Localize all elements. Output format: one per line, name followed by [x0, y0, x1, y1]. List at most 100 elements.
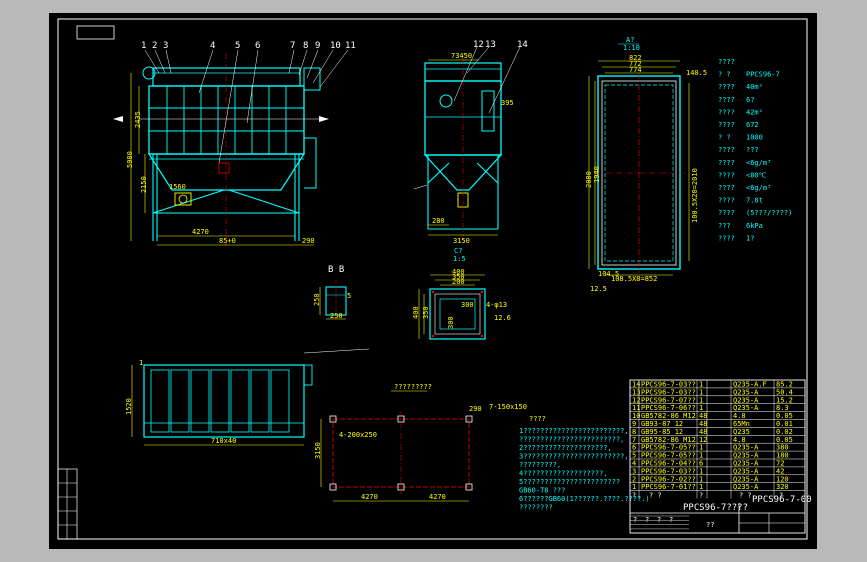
- spec-label: ????: [718, 209, 735, 217]
- dim-a-d: 140.5: [686, 69, 707, 77]
- dim-front-h2: 2150: [140, 176, 148, 193]
- dim-front-right: 290: [302, 237, 315, 245]
- spec-value: 1?: [746, 234, 754, 242]
- note-line: 3????????????????????????,: [519, 453, 629, 461]
- spec-list: ????? ?PPCS96-7????40m²????6?????42m²???…: [718, 58, 792, 242]
- dim-front-h4: 5980: [126, 151, 134, 168]
- dim-front-w2: 85+0: [219, 237, 236, 245]
- spec-label: ????: [718, 146, 735, 154]
- bom-wt: 0.01: [776, 420, 793, 428]
- bom-mat: Q235-A: [733, 396, 759, 404]
- part-number-8: 8: [303, 41, 308, 51]
- bom-name: GB95-85 12: [641, 428, 683, 436]
- a-view-label: A?: [626, 36, 634, 44]
- part-number-11: 11: [345, 41, 356, 51]
- drawing-number: PPCS96-7-00: [752, 495, 812, 505]
- bom-wt: 320: [776, 483, 789, 491]
- spec-label: ????: [718, 83, 735, 91]
- dim-a-h2: 1940: [593, 166, 601, 183]
- spec-value: 7.8t: [746, 197, 763, 205]
- note-line: 5???????????????????????: [519, 478, 620, 486]
- part-number-5: 5: [235, 41, 240, 51]
- dim-b-w: 250: [330, 312, 343, 320]
- bom-wt: 120: [776, 475, 789, 483]
- bom-qty: 48: [699, 428, 707, 436]
- tech-notes: 1????????????????????????, ?????????????…: [519, 427, 650, 512]
- bom-mat: 4.8: [733, 412, 746, 420]
- bom-no: 14: [632, 381, 640, 389]
- dim-side-width: 3150: [453, 237, 470, 245]
- spec-label: ????: [718, 58, 735, 66]
- part-number-13: 13: [485, 40, 496, 50]
- dim-c-h1: 400: [412, 306, 420, 319]
- bom-mat: Q235-A: [733, 444, 759, 452]
- bom-wt: 15.2: [776, 396, 793, 404]
- dim-front-width: 4270: [192, 228, 209, 236]
- note-line: ????????????????????????,: [519, 436, 624, 444]
- bom-no: 8: [632, 428, 636, 436]
- spec-value: 672: [746, 121, 759, 129]
- bom-no: 13: [632, 388, 640, 396]
- bom-qty: 1: [699, 444, 703, 452]
- note-line: 1????????????????????????,: [519, 427, 629, 435]
- dim-c-w3: 200: [452, 278, 465, 286]
- notes-title: ????: [529, 415, 546, 423]
- dim-front-h1: 2435: [134, 111, 142, 128]
- spec-label: ????: [718, 108, 735, 116]
- bom-name: PPCS96-7-07??: [641, 396, 696, 404]
- bom-mat: Q235-A: [733, 452, 759, 460]
- dim-c-side: 300: [447, 316, 455, 329]
- c-view-scale: 1:5: [453, 255, 466, 263]
- bom-name: PPCS96-7-02??: [641, 475, 696, 483]
- bom-name: PPCS96-7-05??: [641, 444, 696, 452]
- spec-label: ????: [718, 197, 735, 205]
- dim-a-hleft: 2080: [585, 171, 593, 188]
- bom-header-wt: ?: [779, 492, 783, 500]
- part-number-6: 6: [255, 41, 260, 51]
- bom-header-mat: ? ?: [739, 492, 752, 500]
- note-line: ?????????,: [519, 461, 561, 469]
- bom-qty: 1: [699, 452, 703, 460]
- bom-name: GB93-87 12: [641, 420, 683, 428]
- dim-side-top: 73450: [451, 52, 472, 60]
- bom-qty: 48: [699, 412, 707, 420]
- dim-a-a: 822: [629, 54, 642, 62]
- spec-value: 40m²: [746, 83, 763, 91]
- dim-a-c: 774: [629, 66, 642, 74]
- bom-qty: 1: [699, 475, 703, 483]
- dim-b-side: 5: [347, 292, 351, 300]
- dim-a-b: 772: [629, 60, 642, 68]
- part-number-1: 1: [141, 41, 146, 51]
- dim-lower-h2: 1: [139, 359, 143, 367]
- title-block-name: PPCS96-7????: [683, 503, 748, 513]
- bom-name: PPCS96-7-03??: [641, 467, 696, 475]
- part-number-7: 7: [290, 41, 295, 51]
- bom-no: 10: [632, 412, 640, 420]
- part-number-4: 4: [210, 41, 215, 51]
- bom-header-name: ? ?: [649, 492, 662, 500]
- bom-name: PPCS96-7-03??: [641, 388, 696, 396]
- dim-c-tol: 12.6: [494, 314, 511, 322]
- part-number-3: 3: [163, 41, 168, 51]
- bom-name: GB5782-86 M12: [641, 412, 696, 420]
- stamp-cell: ?: [645, 516, 649, 524]
- dim-c-inner: 300: [461, 301, 474, 309]
- bom-name: PPCS96-7-05??: [641, 452, 696, 460]
- part-number-9: 9: [315, 41, 320, 51]
- dim-c-note: 4-φ13: [486, 301, 507, 309]
- part-number-10: 10: [330, 41, 341, 51]
- bom-name: PPCS96-7-01??: [641, 483, 696, 491]
- spec-label: ???: [718, 222, 731, 230]
- bom-name: GB5782-86 M12: [641, 436, 696, 444]
- bom-qty: 1: [699, 467, 703, 475]
- bom-wt: 0.05: [776, 412, 793, 420]
- bom-mat: Q235-A: [733, 475, 759, 483]
- dim-c-h2: 350: [422, 306, 430, 319]
- bom-qty: 1: [699, 381, 703, 389]
- bom-qty: 6: [699, 460, 703, 468]
- bom-wt: 85.2: [776, 381, 793, 389]
